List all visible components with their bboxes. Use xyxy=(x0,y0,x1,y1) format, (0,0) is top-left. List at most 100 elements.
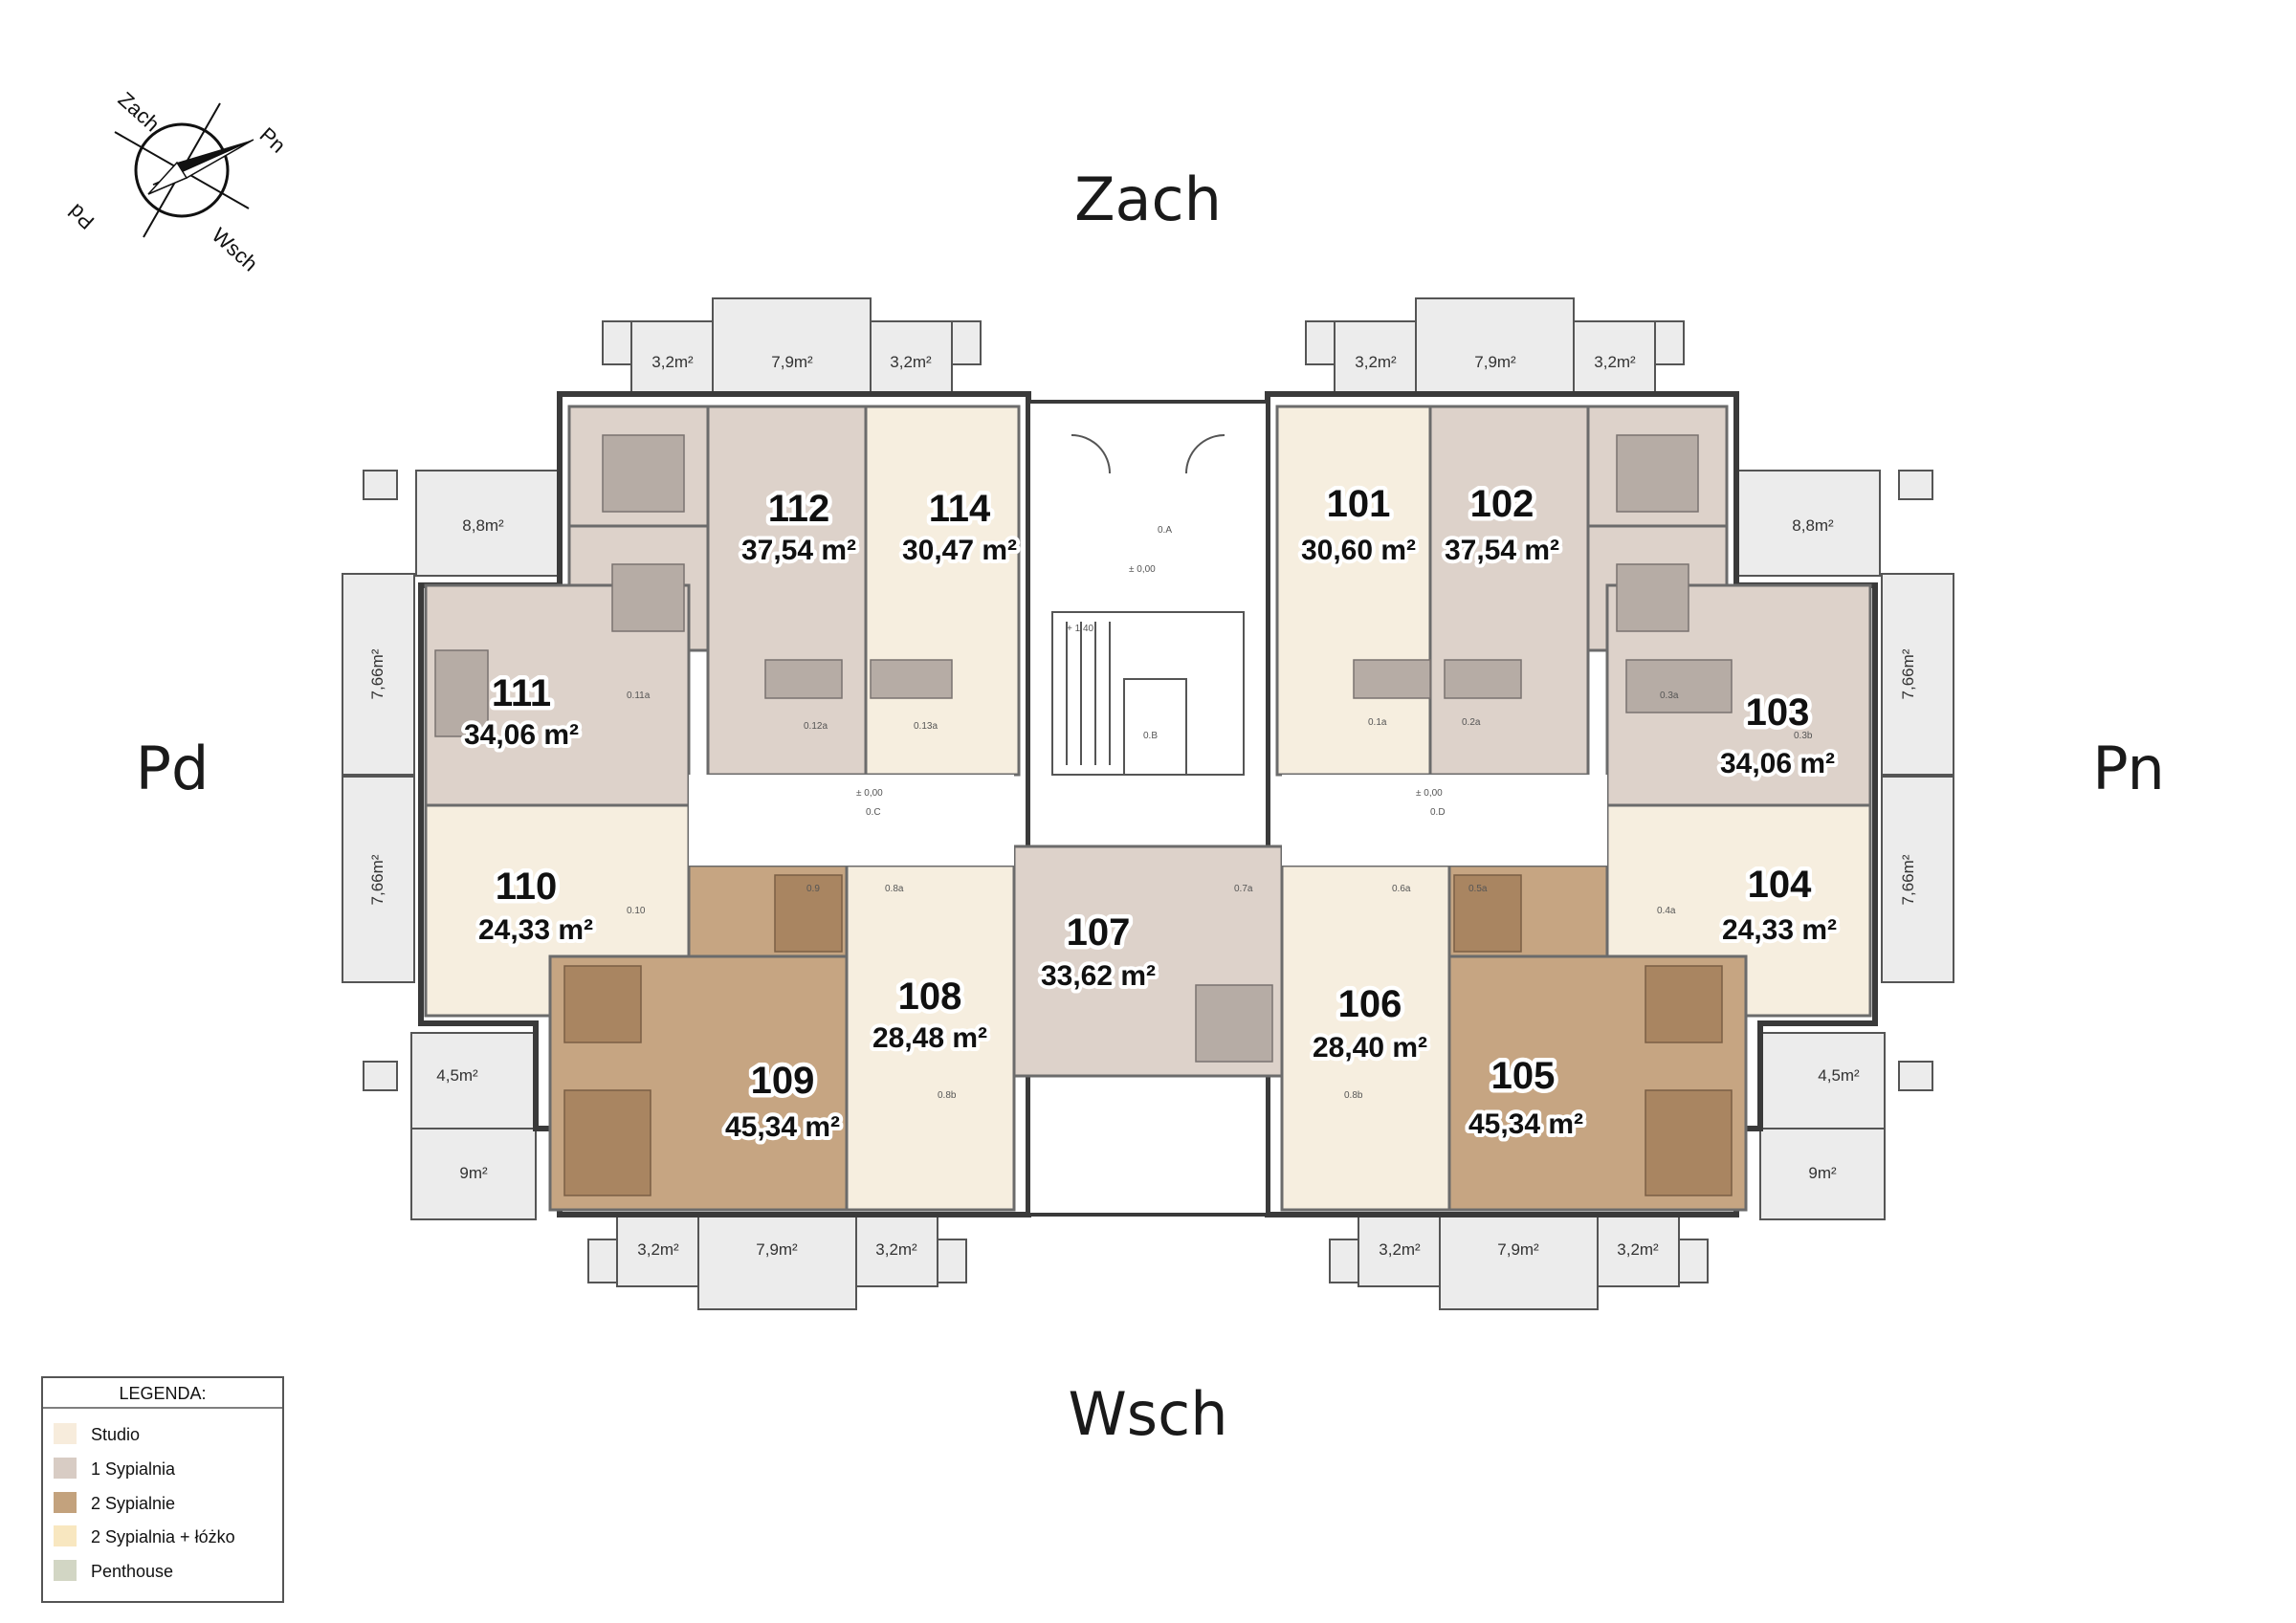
level-mark: + 1,40 xyxy=(1067,624,1094,634)
apartment-number: 104 xyxy=(1748,864,1812,906)
apartment-number: 103 xyxy=(1746,691,1810,734)
apartment-area: 28,40 m² xyxy=(1313,1032,1427,1064)
room-code: 0.2a xyxy=(1462,717,1481,728)
terrace-area: 9m² xyxy=(1808,1164,1837,1182)
legend-item-label: 2 Sypialnia + łóżko xyxy=(91,1527,235,1546)
compass-label-w: Pd xyxy=(64,199,99,234)
terrace-area: 7,9m² xyxy=(756,1240,798,1259)
apartment-labels: 112 37,54 m² 114 30,47 m² 101 30,60 m² 1… xyxy=(460,479,1841,1148)
apartment-area: 33,62 m² xyxy=(1041,960,1156,992)
apartment-number: 101 xyxy=(1327,483,1391,525)
legend: LEGENDA: Studio 1 Sypialnia 2 Sypialnie … xyxy=(41,1376,284,1603)
room-code: 0.11a xyxy=(627,691,651,701)
legend-item-label: 2 Sypialnie xyxy=(91,1494,175,1513)
room-code: 0.C xyxy=(866,807,881,818)
room-code: 0.8a xyxy=(885,884,904,894)
terrace-area: 3,2m² xyxy=(651,353,694,371)
compass-label-e: Pn xyxy=(255,122,291,158)
direction-left-label: Pd xyxy=(136,734,210,803)
terrace-group-bottom-right xyxy=(1329,1214,1709,1310)
terrace-group-left xyxy=(342,470,561,1220)
legend-swatch xyxy=(54,1423,77,1444)
terrace-group-right xyxy=(1735,470,1954,1220)
room-code: 0.5a xyxy=(1468,884,1488,894)
compass-label-n: Zach xyxy=(114,87,165,136)
terrace-area: 3,2m² xyxy=(1617,1240,1659,1259)
room-code: 0.12a xyxy=(804,721,828,732)
terrace-area: 3,2m² xyxy=(875,1240,917,1259)
direction-top-label: Zach xyxy=(1074,164,1222,234)
legend-title: LEGENDA: xyxy=(119,1384,206,1403)
terrace-area: 4,5m² xyxy=(1818,1066,1860,1085)
apartment-area: 45,34 m² xyxy=(1468,1108,1583,1140)
apartment-number: 108 xyxy=(898,976,962,1018)
room-code: 0.6a xyxy=(1392,884,1411,894)
apartment-area: 37,54 m² xyxy=(741,535,856,566)
compass-label-s: Wsch xyxy=(208,223,263,275)
room-code: 0.B xyxy=(1143,731,1158,741)
apartment-area: 45,34 m² xyxy=(725,1111,840,1143)
apartment-number: 105 xyxy=(1491,1055,1556,1097)
room-code: 0.4a xyxy=(1657,906,1676,916)
terrace-area: 9m² xyxy=(459,1164,488,1182)
room-code: 0.3b xyxy=(1794,731,1813,741)
terrace-area: 7,9m² xyxy=(1497,1240,1539,1259)
direction-bottom-label: Wsch xyxy=(1069,1379,1228,1449)
terrace-area: 8,8m² xyxy=(462,516,504,535)
room-code: 0.3a xyxy=(1660,691,1679,701)
stairwell xyxy=(1051,434,1245,776)
legend-swatch xyxy=(54,1560,77,1581)
room-code: 0.A xyxy=(1158,525,1172,536)
legend-swatch xyxy=(54,1525,77,1546)
apartment-area: 24,33 m² xyxy=(478,914,593,946)
terrace-group-top-left xyxy=(602,297,982,394)
direction-right-label: Pn xyxy=(2092,734,2165,803)
apartment-number: 102 xyxy=(1470,483,1534,525)
apartment-units-left xyxy=(424,405,1021,1212)
apartment-number: 106 xyxy=(1338,983,1402,1025)
apartment-number: 111 xyxy=(492,672,551,714)
room-code: 0.13a xyxy=(914,721,938,732)
compass-rose: Zach Pn Wsch Pd xyxy=(64,87,291,275)
room-code: 0.D xyxy=(1430,807,1446,818)
terrace-area: 7,66m² xyxy=(1899,648,1917,699)
room-code: 0.8b xyxy=(938,1090,957,1101)
apartment-units-right xyxy=(1275,405,1872,1212)
apartment-number: 107 xyxy=(1067,911,1131,954)
terrace-area: 3,2m² xyxy=(1379,1240,1421,1259)
beds-two-bedroom xyxy=(563,874,1733,1196)
legend-item-label: Penthouse xyxy=(91,1562,173,1581)
terrace-area: 3,2m² xyxy=(1355,353,1397,371)
apartment-number: 110 xyxy=(496,866,558,908)
terrace-area: 3,2m² xyxy=(890,353,932,371)
apartment-number: 109 xyxy=(751,1060,815,1102)
terrace-area: 7,66m² xyxy=(368,854,386,905)
apartment-area: 34,06 m² xyxy=(1720,748,1835,779)
terrace-area: 3,2m² xyxy=(1594,353,1636,371)
apartment-area: 37,54 m² xyxy=(1445,535,1559,566)
terrace-area: 4,5m² xyxy=(436,1066,478,1085)
level-mark: ± 0,00 xyxy=(1416,788,1443,799)
legend-item-label: 1 Sypialnia xyxy=(91,1459,176,1479)
room-code: 0.8b xyxy=(1344,1090,1363,1101)
terrace-area: 7,9m² xyxy=(771,353,813,371)
furniture xyxy=(434,434,1733,1063)
terrace-area: 3,2m² xyxy=(637,1240,679,1259)
room-codes: 0.A 0.B 0.C 0.D 0.11a 0.12a 0.13a 0.1a 0… xyxy=(627,525,1813,1101)
apartment-number: 114 xyxy=(929,488,991,530)
terrace-area: 7,66m² xyxy=(368,648,386,699)
room-code: 0.9 xyxy=(806,884,820,894)
terrace-group-top-right xyxy=(1305,297,1685,394)
terrace-area: 7,9m² xyxy=(1474,353,1516,371)
room-code: 0.10 xyxy=(627,906,646,916)
level-marks: ± 0,00 + 1,40 ± 0,00 ± 0,00 xyxy=(856,564,1443,799)
apartment-number: 112 xyxy=(768,488,830,530)
room-code: 0.7a xyxy=(1234,884,1253,894)
legend-swatch xyxy=(54,1492,77,1513)
apartment-area: 30,47 m² xyxy=(902,535,1017,566)
legend-item-label: Studio xyxy=(91,1425,140,1444)
terrace-area: 8,8m² xyxy=(1792,516,1834,535)
terrace-group-bottom-left xyxy=(587,1214,967,1310)
room-code: 0.1a xyxy=(1368,717,1387,728)
